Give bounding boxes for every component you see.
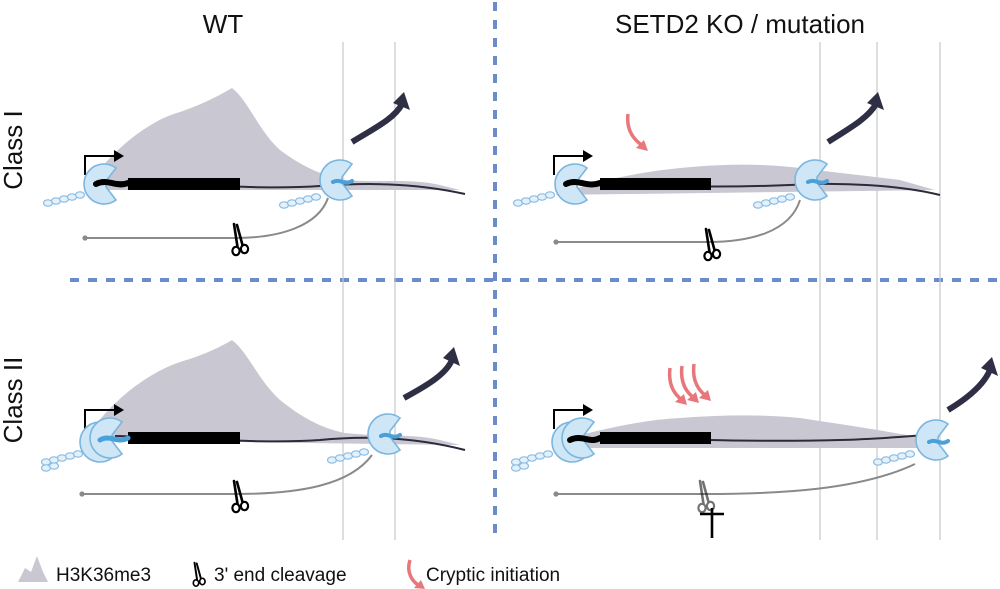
panel-setd2-class-2 [510,357,998,538]
bead-chain [42,191,86,207]
legend-scissors-icon [192,561,207,588]
tss-arrow [84,155,118,175]
exon-block [128,178,240,190]
cryptic-initiation-arrow [625,113,645,148]
scissors-icon [231,222,250,257]
legend-cryptic-arrow-icon [407,559,421,588]
guide-lines [342,42,941,540]
header-wt: WT [203,9,244,39]
row-label-class-1: Class I [0,110,28,189]
panel-wt-class-2 [40,340,466,514]
scissors-blocked-icon [697,479,716,514]
legend: H3K36me3 3' end cleavage Cryptic initiat… [18,556,560,589]
h3k36me3-profile [85,88,460,190]
legend-h3k36me3-swatch [18,556,48,582]
nascent-rna [93,179,131,188]
transcription-arrow [350,102,405,145]
legend-cryptic-label: Cryptic initiation [426,565,560,586]
scissors-icon [703,227,722,262]
cryptic-initiation-arrows [667,363,708,402]
legend-h3k36me3-label: H3K36me3 [56,565,151,586]
cleaved-rna [85,197,329,239]
header-setd2: SETD2 KO / mutation [615,9,865,39]
row-label-class-2: Class II [0,357,28,444]
scissors-icon [231,479,250,514]
panel-setd2-class-1 [512,92,941,262]
inhibition-bar [700,508,724,538]
legend-cleavage-label: 3' end cleavage [214,565,347,586]
panel-wt-class-1 [42,88,466,257]
